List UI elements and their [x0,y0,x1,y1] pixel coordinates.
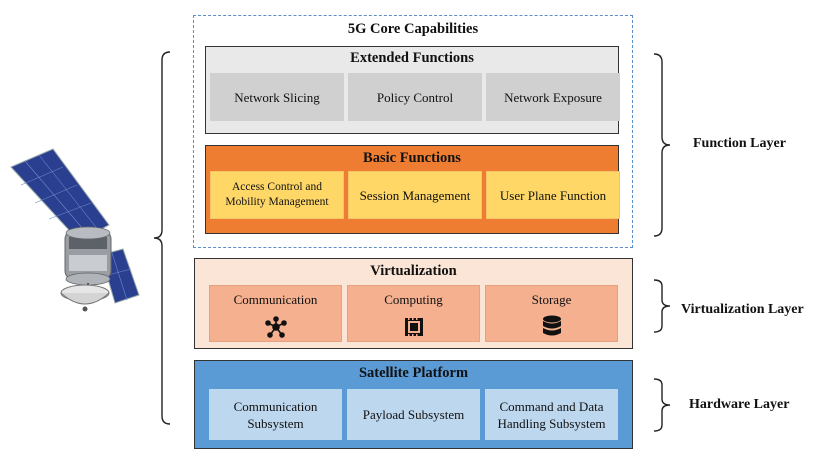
policy-control-box: Policy Control [348,73,482,121]
payload-subsystem-box: Payload Subsystem [347,389,480,440]
basic-functions-panel: Basic Functions Access Control and Mobil… [205,145,620,234]
network-hub-icon [264,316,287,338]
session-management-box: Session Management [348,171,482,219]
access-mobility-box: Access Control and Mobility Management [210,171,344,219]
virtualization-panel: Virtualization Communication Computing [194,258,633,349]
satellite-illustration [10,148,140,312]
virt-computing-label: Computing [384,292,443,307]
virtualization-layer-label: Virtualization Layer [681,302,804,317]
virt-storage-label: Storage [531,292,572,307]
hardware-layer-label: Hardware Layer [689,397,790,412]
virtualization-title: Virtualization [370,263,457,279]
communication-subsystem-box: Communication Subsystem [209,389,342,440]
function-layer-label: Function Layer [693,136,786,151]
user-plane-function-box: User Plane Function [486,171,620,219]
satellite-body [64,226,112,286]
cdh-subsystem-box: Command and Data Handling Subsystem [485,389,618,440]
database-icon [542,315,561,336]
virtualization-layer-brace [653,279,671,333]
chip-icon [404,318,423,336]
satellite-platform-title: Satellite Platform [358,365,469,381]
core-title: 5G Core Capabilities [347,21,479,37]
network-slicing-box: Network Slicing [210,73,344,121]
virt-computing-box: Computing [347,285,480,342]
basic-functions-title: Basic Functions [363,150,461,166]
virt-storage-box: Storage [485,285,618,342]
function-layer-brace [653,53,671,237]
virt-communication-box: Communication [209,285,342,342]
network-exposure-box: Network Exposure [486,73,620,121]
solar-panel-upper [10,148,110,242]
extended-functions-panel: Extended Functions Network Slicing Polic… [205,46,620,134]
satellite-platform-panel: Satellite Platform Communication Subsyst… [194,360,633,449]
antenna-dish [60,283,110,312]
extended-functions-title: Extended Functions [350,50,474,66]
left-brace [153,51,171,425]
core-capabilities-box: 5G Core Capabilities Extended Functions … [193,15,633,248]
virt-communication-label: Communication [233,292,318,307]
hardware-layer-brace [653,378,671,432]
